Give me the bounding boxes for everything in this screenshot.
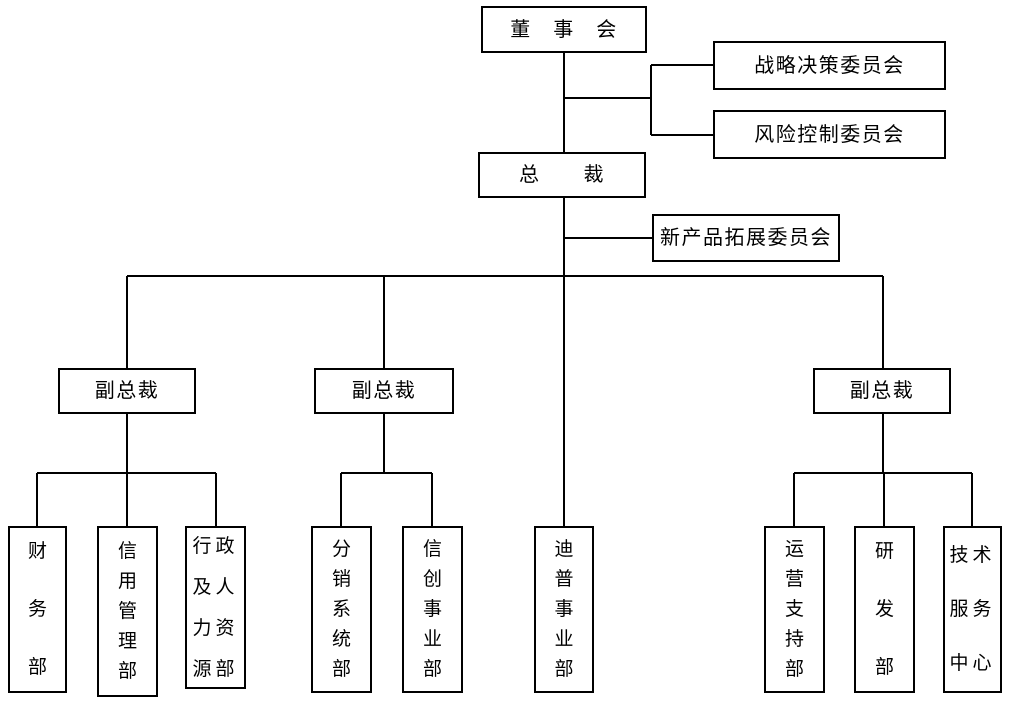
node-dept-xinchuang-business: 信创事业部 (402, 526, 463, 693)
node-dept-dipu-business: 迪普事业部 (534, 526, 594, 693)
node-new-product-committee: 新产品拓展委员会 (652, 214, 840, 262)
node-vp-1-label: 副总裁 (94, 380, 160, 402)
node-president-label: 总 裁 (519, 164, 605, 186)
node-dept-tech-service-center: 技术服务中心 (943, 526, 1002, 693)
node-risk-committee: 风险控制委员会 (713, 110, 946, 159)
node-dept-dipu-business-label: 迪普事业部 (554, 538, 574, 680)
node-president: 总 裁 (478, 152, 646, 198)
node-board: 董 事 会 (481, 6, 647, 53)
node-dept-credit-management: 信用管理部 (97, 526, 158, 697)
node-dept-rnd: 研发部 (854, 526, 915, 693)
node-new-product-committee-label: 新产品拓展委员会 (660, 227, 832, 249)
node-dept-rnd-label: 研发部 (874, 540, 894, 678)
node-dept-tech-service-center-label: 技术服务中心 (949, 544, 996, 674)
node-vp-2-label: 副总裁 (351, 380, 417, 402)
node-board-label: 董 事 会 (510, 18, 618, 41)
node-vp-2: 副总裁 (314, 368, 454, 414)
node-strategy-committee-label: 战略决策委员会 (754, 54, 905, 77)
node-vp-3: 副总裁 (813, 368, 951, 414)
node-dept-xinchuang-business-label: 信创事业部 (422, 538, 442, 680)
node-dept-distribution-system-label: 分销系统部 (331, 538, 351, 680)
node-dept-distribution-system: 分销系统部 (311, 526, 372, 693)
node-risk-committee-label: 风险控制委员会 (754, 123, 905, 146)
node-dept-finance: 财务部 (8, 526, 67, 693)
node-vp-1: 副总裁 (58, 368, 196, 414)
node-dept-operations-support-label: 运营支持部 (784, 538, 804, 680)
node-dept-finance-label: 财务部 (27, 540, 47, 678)
node-dept-admin-hr: 行政及人力资源部 (185, 526, 246, 689)
node-dept-operations-support: 运营支持部 (764, 526, 825, 693)
node-vp-3-label: 副总裁 (849, 380, 915, 402)
node-dept-admin-hr-label: 行政及人力资源部 (192, 535, 239, 680)
node-strategy-committee: 战略决策委员会 (713, 41, 946, 90)
node-dept-credit-management-label: 信用管理部 (117, 540, 137, 682)
